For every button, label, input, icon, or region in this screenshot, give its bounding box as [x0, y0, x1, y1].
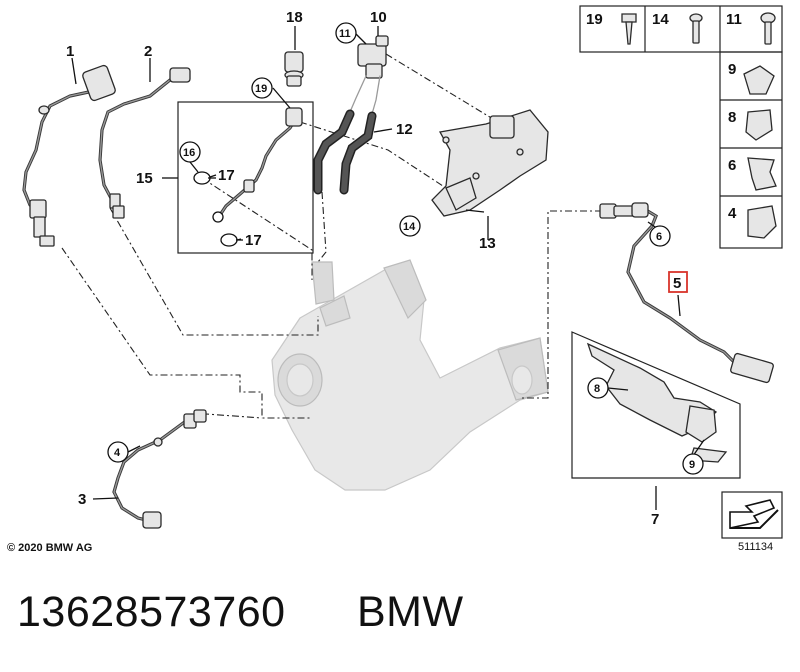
dpf-converter-ghost [271, 259, 549, 491]
label-9[interactable]: 9 [689, 459, 695, 471]
label-13[interactable]: 13 [479, 235, 496, 252]
label-19[interactable]: 19 [255, 83, 267, 95]
label-16[interactable]: 16 [183, 147, 195, 159]
part-15-pipe[interactable] [216, 107, 303, 220]
label-7[interactable]: 7 [651, 511, 659, 528]
part-10-valve[interactable] [357, 35, 389, 79]
label-8[interactable]: 8 [594, 383, 600, 395]
clip-6-icon [747, 157, 777, 191]
table-label-11[interactable]: 11 [726, 11, 742, 28]
part-2-sensor[interactable] [98, 67, 191, 219]
diagram-id: 511134 [738, 541, 774, 553]
part-1-sensor[interactable] [22, 64, 116, 247]
table-label-6[interactable]: 6 [728, 157, 736, 174]
label-15[interactable]: 15 [136, 170, 153, 187]
part-18-pressure-sensor[interactable] [284, 51, 304, 87]
label-4[interactable]: 4 [114, 447, 121, 459]
part-labels: 1 2 18 10 11 19 12 16 15 17 17 14 13 4 3… [66, 9, 704, 528]
brand-name: BMW [357, 588, 464, 636]
orientation-box [721, 491, 783, 539]
part-7-bracket[interactable] [586, 342, 728, 463]
part-12-hoses[interactable] [313, 75, 381, 195]
part-number: 13628573760 [17, 588, 286, 636]
part-17-o-rings[interactable] [193, 171, 238, 247]
label-5-highlight-box [668, 271, 688, 293]
part-13-bracket[interactable] [431, 109, 549, 217]
part-5-lambda-sensor[interactable] [599, 202, 774, 384]
label-12[interactable]: 12 [396, 121, 413, 138]
clip-8-icon [745, 109, 773, 141]
part-3-sensor[interactable] [112, 409, 207, 529]
label-14[interactable]: 14 [403, 221, 416, 233]
clip-9-icon [743, 65, 775, 95]
label-17a[interactable]: 17 [218, 167, 235, 184]
group-box-7 [571, 331, 741, 479]
table-label-14[interactable]: 14 [652, 11, 669, 28]
label-1[interactable]: 1 [66, 43, 74, 60]
label-18[interactable]: 18 [286, 9, 303, 26]
table-label-19[interactable]: 19 [586, 11, 603, 28]
table-label-9[interactable]: 9 [728, 61, 736, 78]
label-5[interactable]: 5 [673, 275, 681, 292]
table-label-4[interactable]: 4 [728, 205, 737, 222]
fastener-table: 19 14 11 9 8 6 4 [579, 5, 783, 249]
label-2[interactable]: 2 [144, 43, 152, 60]
table-label-8[interactable]: 8 [728, 109, 736, 126]
label-6[interactable]: 6 [656, 231, 662, 243]
screw-11-icon [760, 12, 776, 45]
direction-arrow-icon [729, 499, 776, 529]
copyright-text: © 2020 BMW AG [7, 542, 93, 554]
label-11[interactable]: 11 [339, 28, 351, 40]
screw-14-icon [689, 13, 703, 44]
clip-4-icon [747, 205, 777, 239]
label-17b[interactable]: 17 [245, 232, 262, 249]
label-3[interactable]: 3 [78, 491, 86, 508]
label-10[interactable]: 10 [370, 9, 387, 26]
screw-19-icon [621, 13, 637, 45]
connection-lines [61, 53, 602, 421]
